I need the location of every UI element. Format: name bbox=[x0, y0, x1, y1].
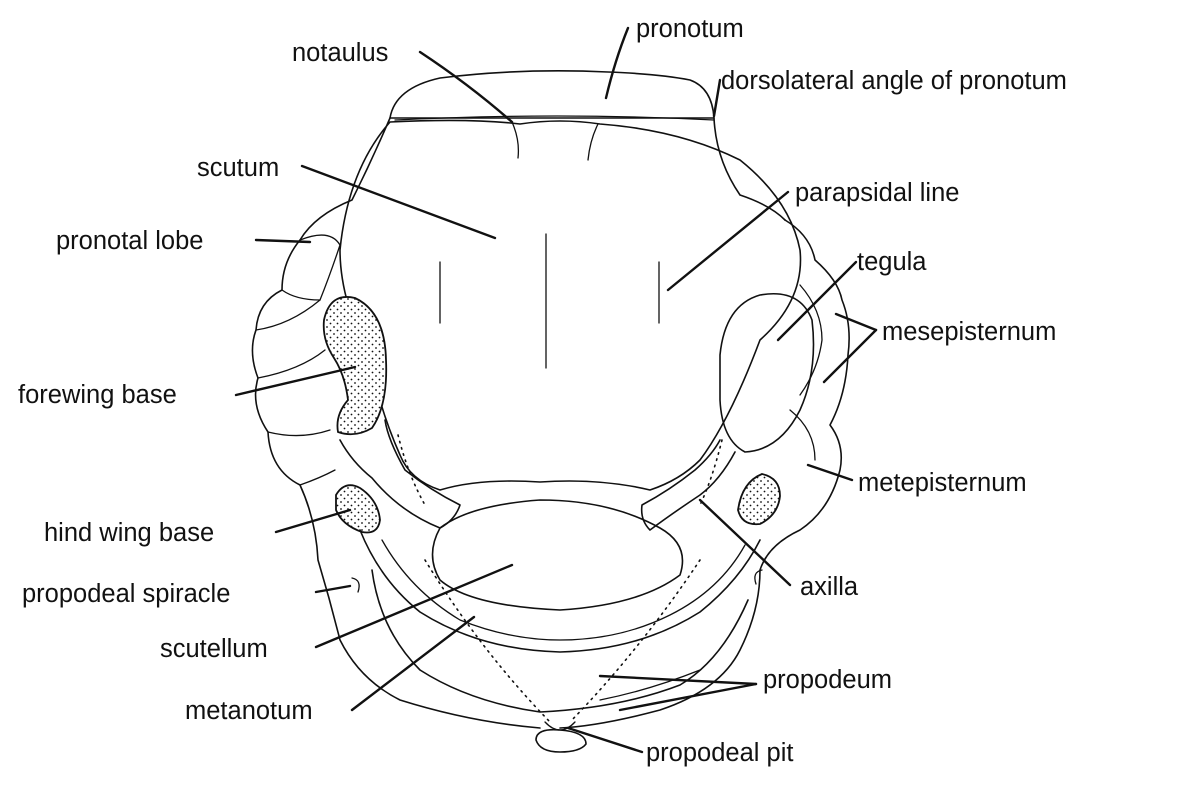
leader-metepisternum bbox=[806, 463, 854, 482]
propodeal-pit-shape bbox=[535, 728, 587, 753]
propodeal-spiracle-right bbox=[754, 569, 763, 585]
pronotum-inner-line bbox=[394, 115, 715, 121]
label-pronotum: pronotum bbox=[636, 15, 744, 43]
lateral-fold-1 bbox=[255, 299, 321, 331]
leader-metanotum bbox=[350, 615, 476, 712]
axilla-left bbox=[339, 419, 461, 529]
label-dorsolateral-angle: dorsolateral angle of pronotum bbox=[721, 67, 1067, 95]
dotted-line-propodeum-left bbox=[424, 559, 551, 723]
dotted-line-right-upper bbox=[699, 439, 723, 506]
label-axilla: axilla bbox=[800, 573, 859, 601]
leader-propodeum-2 bbox=[618, 682, 758, 712]
propodeal-spiracle-left bbox=[351, 577, 360, 593]
body-drawing bbox=[251, 70, 850, 753]
forewing-base-shape bbox=[322, 296, 388, 436]
label-forewing-base: forewing base bbox=[18, 381, 177, 409]
leader-dorsolateral-angle bbox=[712, 78, 722, 118]
lateral-contour-right bbox=[559, 219, 850, 729]
leader-scutum bbox=[300, 164, 497, 240]
metanotum-outer bbox=[359, 529, 761, 653]
notaulus-left bbox=[511, 121, 520, 159]
label-propodeum: propodeum bbox=[763, 666, 892, 694]
leader-propodeum-1 bbox=[598, 674, 758, 686]
lateral-contour-left bbox=[251, 117, 541, 729]
leader-notaulus bbox=[418, 50, 514, 124]
hind-wing-base-right bbox=[737, 473, 781, 526]
label-propodeal-pit: propodeal pit bbox=[646, 739, 793, 767]
leader-scutellum bbox=[314, 563, 514, 649]
hind-wing-base-left bbox=[335, 484, 381, 534]
dotted-line-propodeum-right bbox=[569, 559, 701, 723]
label-propodeal-spiracle: propodeal spiracle bbox=[22, 580, 230, 608]
leader-pronotum bbox=[604, 26, 630, 100]
pronotal-lobe-shape bbox=[281, 234, 341, 301]
leader-forewing-base bbox=[234, 365, 357, 397]
pronotum-side-right bbox=[713, 117, 786, 221]
dotted-line-left-upper bbox=[397, 434, 426, 506]
label-tegula: tegula bbox=[857, 248, 927, 276]
axilla-right bbox=[640, 439, 736, 531]
leader-parapsidal-line bbox=[666, 190, 790, 292]
propodeum-outline bbox=[371, 569, 749, 713]
label-scutum: scutum bbox=[197, 154, 279, 182]
propodeal-pit-inner bbox=[544, 721, 576, 731]
leader-mesepisternum-2 bbox=[822, 328, 878, 384]
leader-propodeal-spiracle bbox=[314, 584, 352, 594]
lateral-fold-3 bbox=[267, 429, 331, 437]
labels: notaulus pronotum dorsolateral angle of … bbox=[18, 15, 1067, 767]
scutum-shape bbox=[339, 119, 802, 491]
propodeum-inner-line bbox=[599, 669, 701, 701]
metanotum-inner bbox=[381, 539, 746, 641]
tegula-shape bbox=[719, 293, 815, 453]
label-scutellum: scutellum bbox=[160, 635, 268, 663]
lateral-fold-2 bbox=[257, 349, 326, 379]
leader-pronotal-lobe bbox=[254, 238, 312, 244]
label-mesepisternum: mesepisternum bbox=[882, 318, 1056, 346]
label-metepisternum: metepisternum bbox=[858, 469, 1027, 497]
scutellum-shape bbox=[431, 499, 684, 611]
leader-mesepisternum-1 bbox=[834, 312, 878, 332]
label-metanotum: metanotum bbox=[185, 697, 313, 725]
notaulus-right bbox=[587, 123, 599, 161]
leader-hind-wing-base bbox=[274, 508, 352, 534]
leader-axilla bbox=[698, 498, 792, 587]
leader-lines bbox=[234, 26, 878, 754]
leader-propodeal-pit bbox=[566, 726, 644, 754]
metepisternum-fold-right bbox=[789, 409, 816, 461]
lateral-fold-4 bbox=[299, 469, 336, 486]
mesepisternum-fold-right bbox=[799, 284, 823, 396]
label-hind-wing-base: hind wing base bbox=[44, 519, 214, 547]
pronotum-shape bbox=[389, 70, 715, 119]
label-pronotal-lobe: pronotal lobe bbox=[56, 227, 203, 255]
label-parapsidal-line: parapsidal line bbox=[795, 179, 959, 207]
leader-tegula bbox=[776, 260, 858, 342]
label-notaulus: notaulus bbox=[292, 39, 388, 67]
